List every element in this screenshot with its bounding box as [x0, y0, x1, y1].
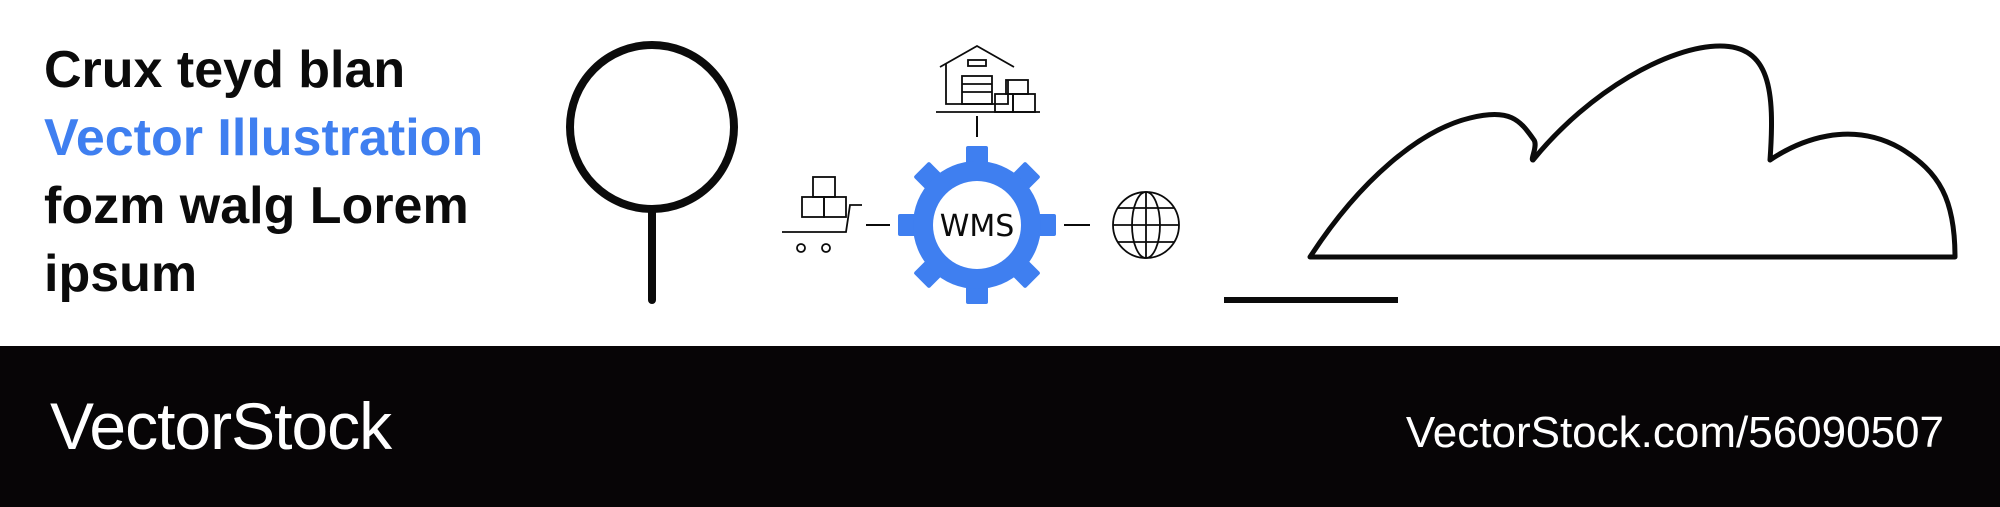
globe-icon [1112, 191, 1180, 259]
headline-line-3: fozm walg Lorem [44, 177, 469, 235]
wms-label: WMS [940, 209, 1015, 244]
illustration: WMS [566, 41, 1958, 304]
warehouse-icon [936, 44, 1040, 113]
cloud-shape [1307, 43, 1958, 260]
hand-truck-boxes-icon [782, 176, 862, 253]
brand-url: VectorStock.com/56090507 [1405, 408, 1944, 457]
gear-icon: WMS [898, 146, 1056, 304]
magnifier-icon [566, 41, 738, 304]
brand-logo: VectorStock [50, 389, 392, 463]
headline-line-1: Crux teyd blan [44, 41, 406, 99]
headline-line-4: ipsum [44, 245, 198, 303]
headline-line-2: Vector Illustration [44, 109, 484, 167]
headline: Crux teyd blan Vector Illustration fozm … [44, 36, 483, 308]
footer: VectorStock VectorStock.com/56090507 [0, 346, 2000, 507]
